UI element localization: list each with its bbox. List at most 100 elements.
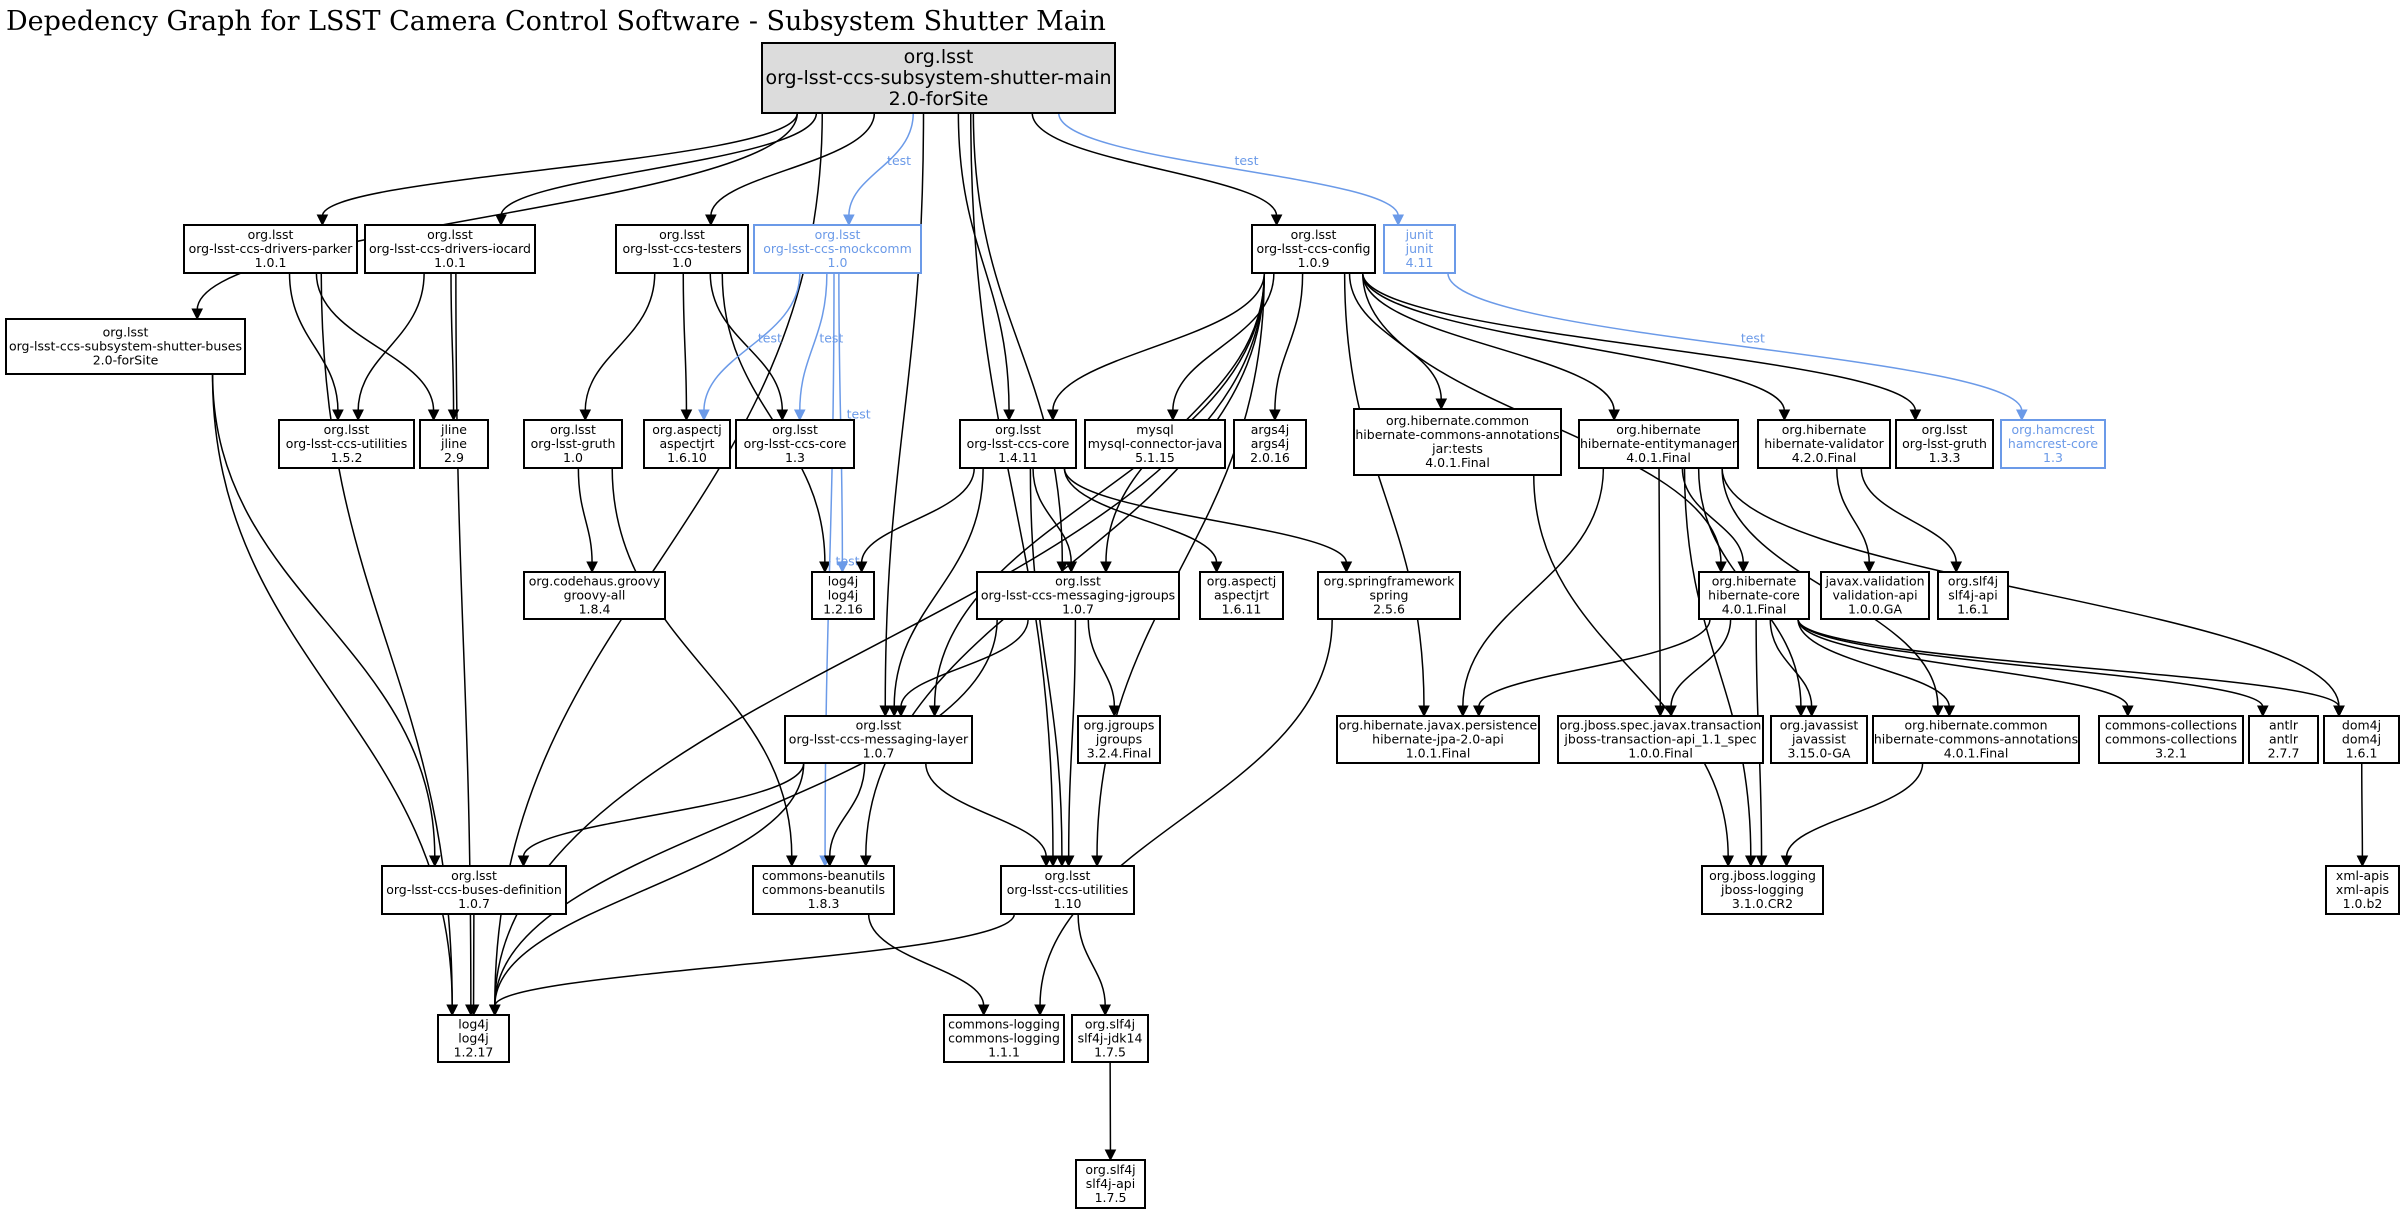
node-box[interactable]: [2325, 865, 2400, 915]
node-box[interactable]: [2000, 419, 2106, 469]
node-box[interactable]: [1770, 715, 1868, 764]
node-box[interactable]: [1075, 1159, 1146, 1209]
node-box[interactable]: [1251, 224, 1376, 274]
node-box[interactable]: [278, 419, 415, 469]
node-box[interactable]: [1199, 571, 1284, 620]
node-version: 1.8.4: [579, 602, 611, 617]
node-box[interactable]: [2323, 715, 2400, 764]
node-box[interactable]: [811, 571, 875, 620]
node-box[interactable]: [1872, 715, 2080, 764]
node-box[interactable]: [1077, 715, 1161, 764]
node-box[interactable]: [1233, 419, 1307, 469]
node-box[interactable]: [1383, 224, 1456, 274]
node-box[interactable]: [735, 419, 855, 469]
node-group: org.lsst: [772, 422, 818, 437]
node-box[interactable]: [761, 42, 1116, 114]
node-box[interactable]: [1698, 571, 1810, 620]
arrowhead-icon: [1100, 561, 1112, 574]
edge-entitymgr-to-hcore: [1681, 467, 1745, 564]
node-box[interactable]: [615, 224, 749, 274]
node-box[interactable]: [419, 419, 489, 469]
node-box[interactable]: [2098, 715, 2244, 764]
node-collections[interactable]: commons-collectionscommons-collections3.…: [2098, 715, 2244, 764]
node-busesdef[interactable]: org.lsstorg-lsst-ccs-buses-definition1.0…: [381, 865, 567, 915]
node-box[interactable]: [976, 571, 1180, 620]
node-box[interactable]: [1578, 419, 1739, 469]
node-jpa[interactable]: org.hibernate.javax.persistencehibernate…: [1336, 715, 1540, 764]
node-root[interactable]: org.lsstorg-lsst-ccs-subsystem-shutter-m…: [761, 42, 1116, 114]
node-msglayer[interactable]: org.lsstorg-lsst-ccs-messaging-layer1.0.…: [784, 715, 973, 764]
node-box[interactable]: [2248, 715, 2319, 764]
node-box[interactable]: [784, 715, 973, 764]
node-box[interactable]: [381, 865, 567, 915]
node-box[interactable]: [1317, 571, 1461, 620]
node-box[interactable]: [5, 318, 246, 375]
node-box[interactable]: [1701, 865, 1824, 915]
node-box[interactable]: [437, 1014, 510, 1063]
node-box[interactable]: [1557, 715, 1764, 764]
node-box[interactable]: [523, 419, 623, 469]
node-buses[interactable]: org.lsstorg-lsst-ccs-subsystem-shutter-b…: [5, 318, 246, 375]
node-box[interactable]: [1757, 419, 1891, 469]
node-box[interactable]: [643, 419, 731, 469]
node-box[interactable]: [1353, 408, 1562, 476]
node-box[interactable]: [1937, 571, 2009, 620]
node-box[interactable]: [1895, 419, 1994, 469]
node-box[interactable]: [1084, 419, 1226, 469]
node-validator[interactable]: org.hibernatehibernate-validator4.2.0.Fi…: [1757, 419, 1891, 469]
node-hca[interactable]: org.hibernate.commonhibernate-commons-an…: [1872, 715, 2080, 764]
node-jgroupsmsg[interactable]: org.lsstorg-lsst-ccs-messaging-jgroups1.…: [976, 571, 1180, 620]
node-box[interactable]: [523, 571, 666, 620]
node-box[interactable]: [753, 224, 922, 274]
node-box[interactable]: [1000, 865, 1135, 915]
node-box[interactable]: [943, 1014, 1065, 1063]
node-box[interactable]: [752, 865, 895, 915]
edge-root-to-core1411: [957, 112, 1010, 412]
node-box[interactable]: [1071, 1014, 1149, 1063]
node-box[interactable]: [1820, 571, 1930, 620]
node-entitymgr[interactable]: org.hibernatehibernate-entitymanager4.0.…: [1578, 419, 1739, 469]
node-hcatests[interactable]: org.hibernate.commonhibernate-commons-an…: [1353, 408, 1562, 476]
node-box[interactable]: [1336, 715, 1540, 764]
node-box[interactable]: [959, 419, 1077, 469]
edge-root-to-testers: [710, 112, 876, 217]
node-box[interactable]: [183, 224, 358, 274]
node-box[interactable]: [364, 224, 536, 274]
node-jta[interactable]: org.jboss.spec.javax.transactionjboss-tr…: [1557, 715, 1764, 764]
